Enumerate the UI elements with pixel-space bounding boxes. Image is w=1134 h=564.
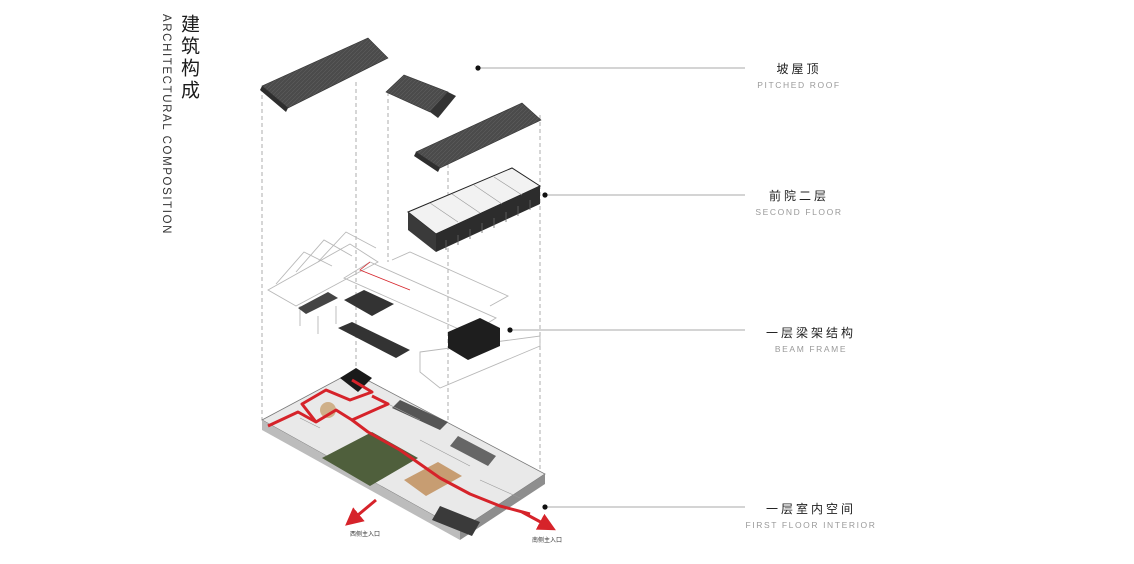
layer-label-en: SECOND FLOOR [755,207,843,217]
layer-label-en: FIRST FLOOR INTERIOR [745,520,877,530]
entrance-arrows [345,498,556,531]
layer-label-beam-frame: 一层梁架结构 BEAM FRAME [711,324,911,354]
leader-dots [475,65,548,510]
layer-label-first-floor-interior: 一层室内空间 FIRST FLOOR INTERIOR [711,500,911,530]
beam-frame-dark-parts [298,261,500,360]
layer-label-zh: 坡屋顶 [776,62,822,76]
south-entrance-label: 南侧主入口 [532,537,563,544]
layer-label-zh: 一层室内空间 [765,502,856,516]
layer-label-second-floor: 前院二层 SECOND FLOOR [699,187,899,217]
circulation-paths [267,378,531,516]
layer-label-en: PITCHED ROOF [757,80,841,90]
layer-label-zh: 一层梁架结构 [765,326,856,340]
title-chinese: 建筑构成 [178,14,200,102]
title-english: ARCHITECTURAL COMPOSITION [160,14,172,236]
layer-label-pitched-roof: 坡屋顶 PITCHED ROOF [699,60,899,90]
west-entrance-label: 西侧主入口 [350,531,381,538]
second-floor-block [407,167,542,252]
layer-label-en: BEAM FRAME [774,344,848,354]
layer-label-zh: 前院二层 [768,189,829,203]
leader-lines [478,67,745,508]
pitched-roof-group [260,37,542,172]
